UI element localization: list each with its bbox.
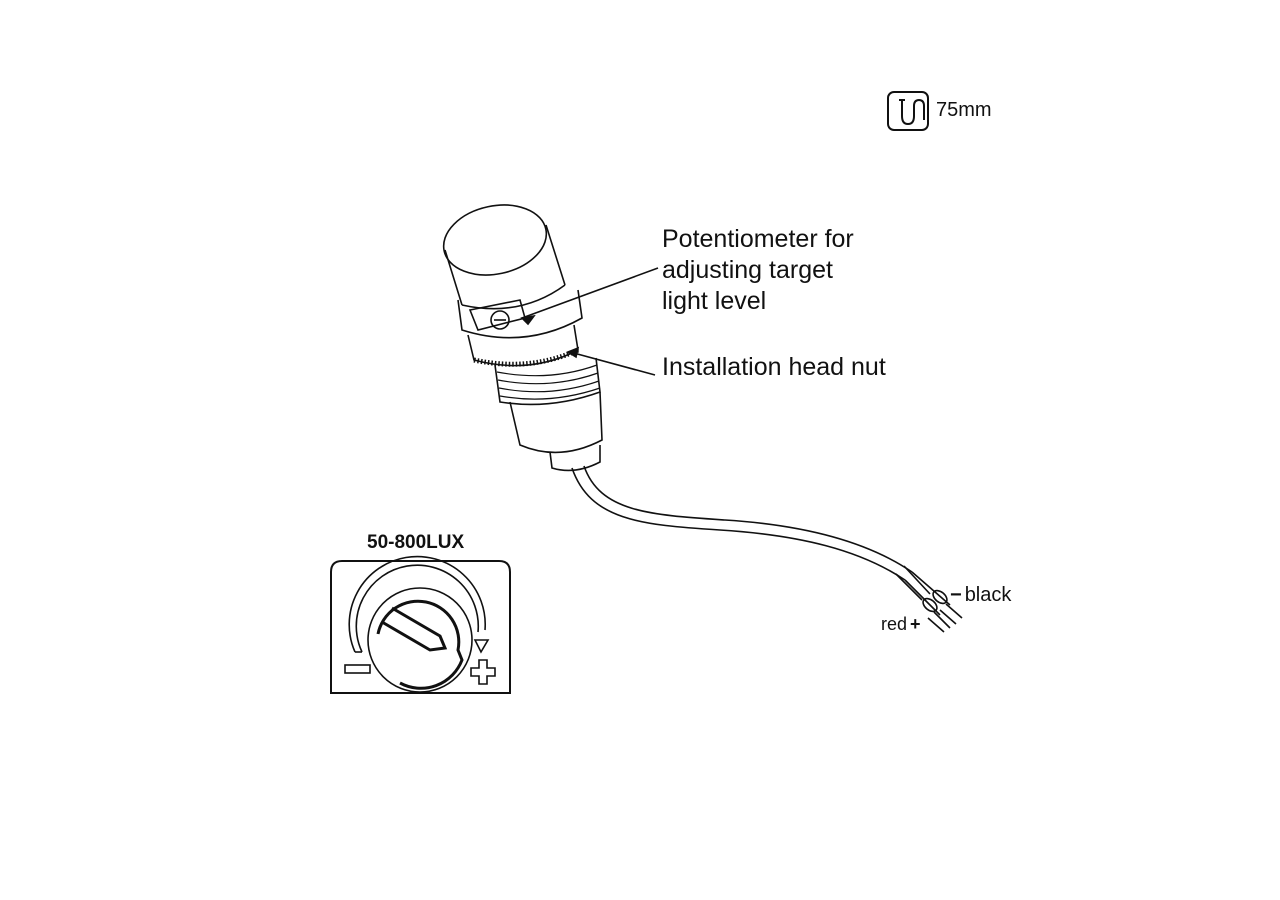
callout-line: light level	[662, 287, 767, 315]
lux-range-label: 50-800LUX	[367, 532, 465, 553]
sensor-body	[442, 204, 603, 472]
black-wire-label: −black	[950, 584, 1012, 606]
plus-icon	[470, 659, 496, 685]
callout-line: adjusting target	[662, 256, 833, 284]
red-wire-label: red+	[881, 614, 921, 634]
red-label: red	[881, 614, 908, 634]
cable-length-icon	[887, 91, 929, 131]
callout-line: Potentiometer for	[662, 225, 854, 253]
dial-diagram	[330, 555, 511, 694]
black-label: black	[964, 584, 1012, 606]
nut-callout: Installation head nut	[662, 353, 886, 381]
callout-leaders	[520, 267, 659, 376]
minus-icon	[344, 664, 371, 674]
cable-length-value: 75mm	[936, 99, 992, 121]
cable	[571, 465, 963, 633]
potentiometer-callout: Potentiometer for adjusting target light…	[662, 224, 854, 317]
